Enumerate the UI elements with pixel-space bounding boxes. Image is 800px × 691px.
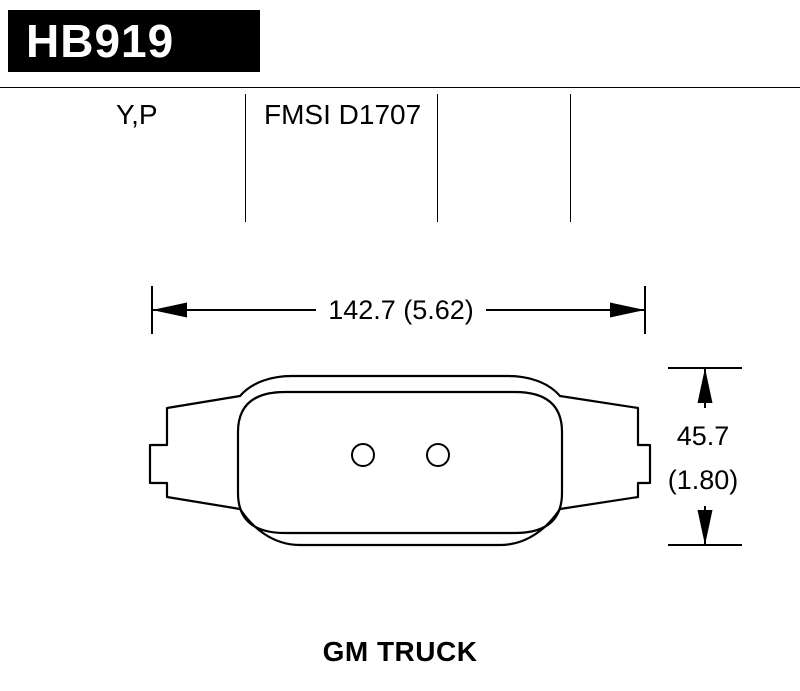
height-arrowhead-up bbox=[697, 368, 713, 403]
part-code-box: HB919 bbox=[8, 10, 260, 72]
width-arrowhead-right bbox=[610, 302, 645, 318]
friction-pad-outline bbox=[236, 390, 564, 535]
hole-right bbox=[426, 443, 450, 467]
width-dimension-label: 142.7 (5.62) bbox=[328, 295, 474, 325]
column-divider-2 bbox=[437, 94, 438, 222]
compound-codes: Y,P bbox=[116, 99, 158, 130]
column-divider-1 bbox=[245, 94, 246, 222]
part-code: HB919 bbox=[26, 15, 175, 67]
height-arrowhead-down bbox=[697, 510, 713, 545]
application-name: GM TRUCK bbox=[322, 636, 478, 667]
fmsi-number: FMSI D1707 bbox=[264, 99, 422, 130]
height-dimension-label-mm: 45.7 bbox=[677, 421, 730, 451]
header-divider bbox=[0, 87, 800, 88]
column-divider-3 bbox=[570, 94, 571, 222]
backing-plate-outline bbox=[148, 374, 652, 547]
height-dimension-label-in: (1.80) bbox=[668, 465, 739, 495]
width-dimension bbox=[151, 286, 646, 334]
height-dimension bbox=[668, 367, 742, 546]
width-arrowhead-left bbox=[152, 302, 187, 318]
hole-left bbox=[351, 443, 375, 467]
